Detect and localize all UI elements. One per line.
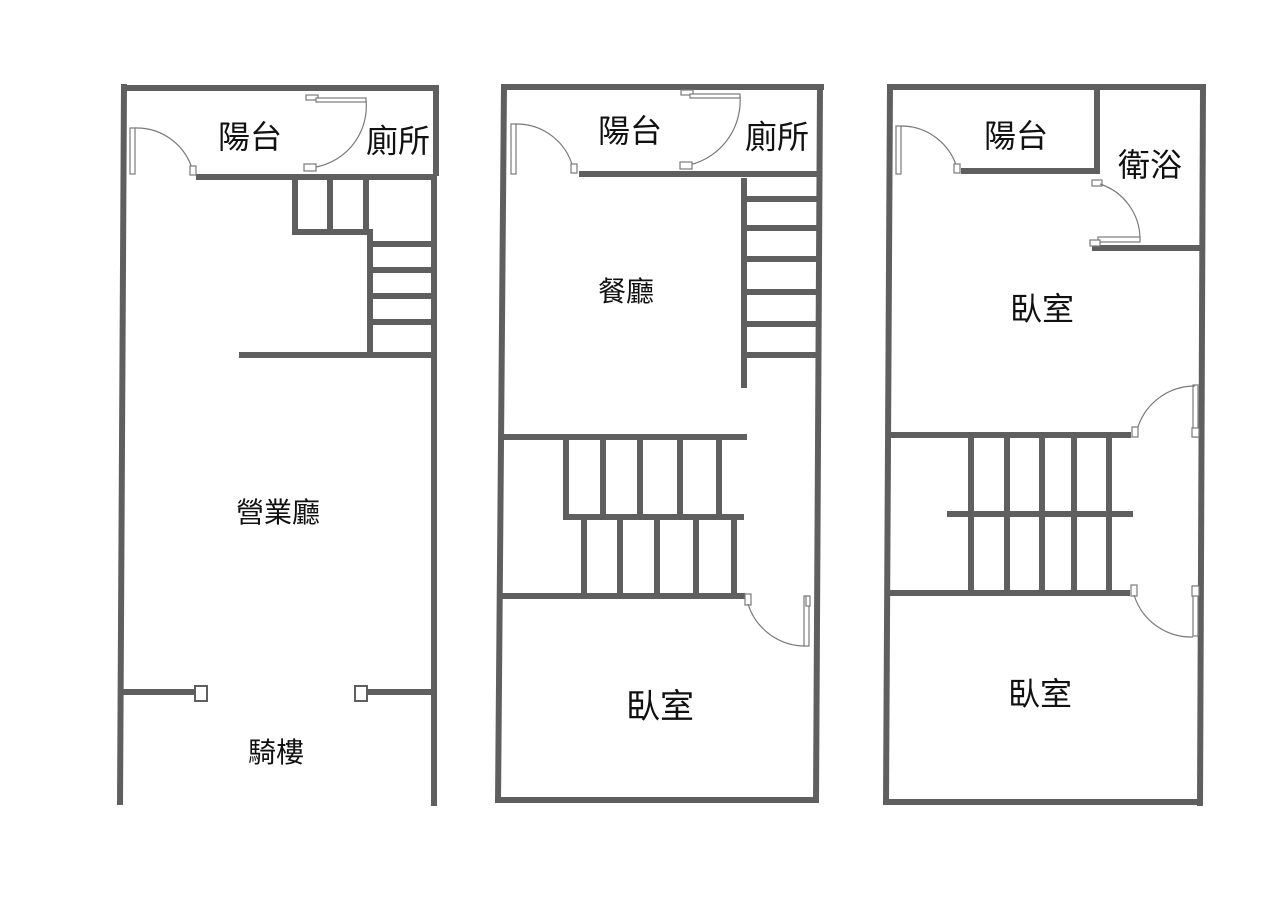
floor-3-lower-bedroom-door bbox=[1130, 584, 1200, 638]
room-label-toilet: 廁所 bbox=[366, 122, 430, 160]
floor-1-balcony-door bbox=[129, 127, 197, 176]
room-label-balcony: 陽台 bbox=[984, 117, 1048, 155]
room-label-bedroom-upper: 臥室 bbox=[1010, 290, 1074, 328]
floor-2-toilet-door bbox=[679, 89, 741, 170]
room-label-dining: 餐廳 bbox=[598, 275, 654, 308]
floor-2-balcony-door bbox=[510, 123, 578, 175]
floor-plan-2: 陽台 廁所 餐廳 臥室 bbox=[495, 83, 824, 804]
room-label-balcony: 陽台 bbox=[598, 112, 662, 150]
room-label-business-hall: 營業廳 bbox=[236, 496, 320, 529]
floor-1-stairs bbox=[292, 177, 434, 355]
floor-2-walls bbox=[495, 83, 824, 804]
floor-plan-1: 陽台 廁所 營業廳 騎樓 bbox=[117, 83, 439, 806]
floor-3-stairs bbox=[947, 435, 1133, 593]
room-label-bedroom-lower: 臥室 bbox=[1008, 675, 1072, 713]
floor-1-toilet-door bbox=[303, 94, 367, 172]
floor-3-balcony-door bbox=[895, 125, 961, 175]
floor-plan-3: 陽台 衛浴 臥室 臥室 bbox=[883, 83, 1206, 807]
room-label-bathroom: 衛浴 bbox=[1118, 146, 1182, 184]
room-label-arcade: 騎樓 bbox=[248, 736, 304, 769]
floor-2-lower-stairs bbox=[563, 437, 744, 596]
floor-1-walls bbox=[117, 83, 439, 806]
room-label-toilet: 廁所 bbox=[745, 118, 809, 156]
floor-1-columns bbox=[194, 685, 368, 702]
room-label-bedroom: 臥室 bbox=[626, 687, 694, 727]
room-label-balcony: 陽台 bbox=[218, 118, 282, 156]
floor-2-upper-stairs bbox=[747, 196, 817, 358]
floor-3-upper-bedroom-door bbox=[1131, 384, 1200, 438]
floor-3-bathroom-door bbox=[1089, 179, 1141, 247]
floor-2-bedroom-door bbox=[744, 593, 811, 647]
